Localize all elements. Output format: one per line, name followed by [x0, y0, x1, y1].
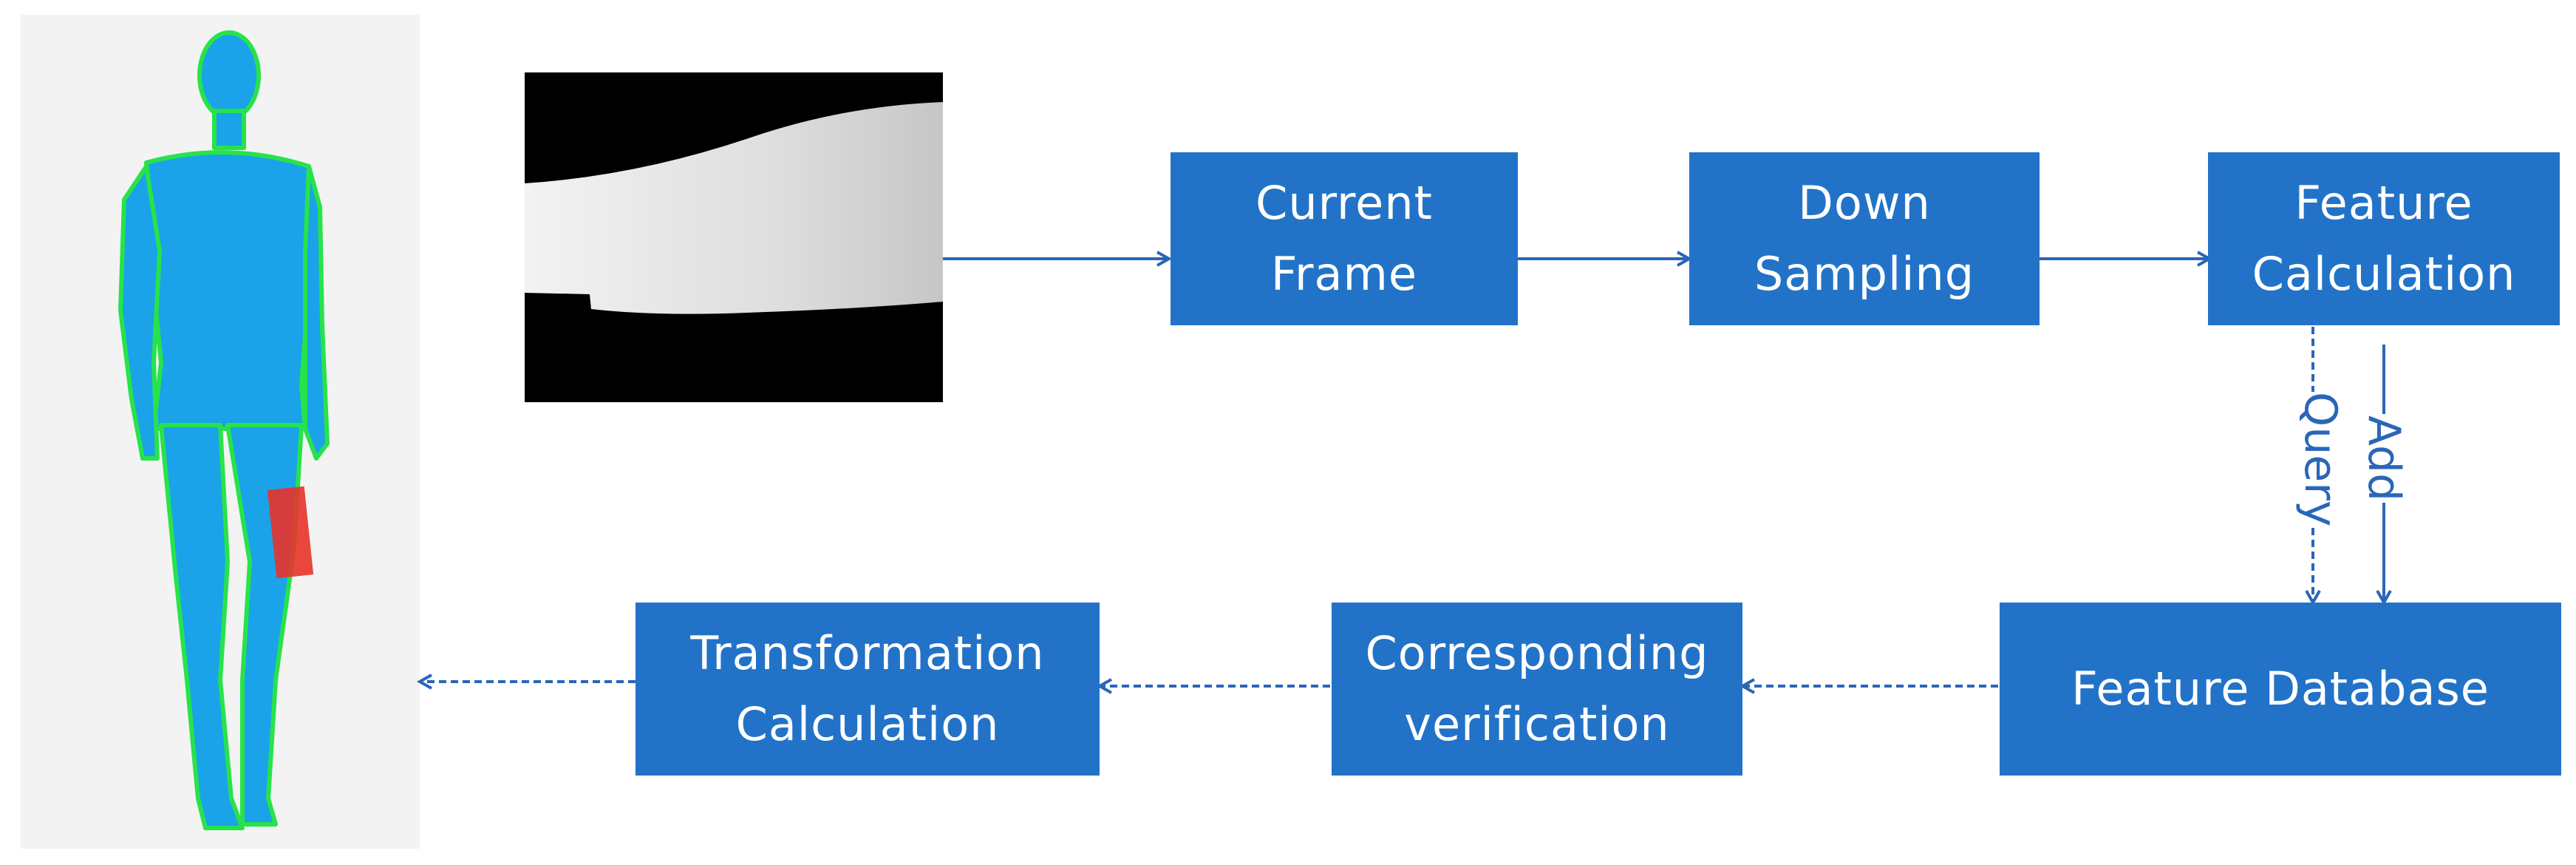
current-frame-line-1: Current — [1255, 176, 1433, 230]
current-frame-box: Current Frame — [1171, 152, 1518, 325]
highlight-patch — [267, 486, 314, 579]
feature-calculation-box: Feature Calculation — [2208, 152, 2560, 325]
feature-database-label: Feature Database — [2071, 662, 2490, 716]
feature-database-box: Feature Database — [2000, 603, 2561, 776]
current-frame-line-2: Frame — [1270, 247, 1418, 301]
transformation-calculation-box: Transformation Calculation — [636, 603, 1100, 776]
down-sampling-line-1: Down — [1798, 176, 1931, 230]
corresponding-verification-box: Corresponding verification — [1332, 603, 1742, 776]
query-label: Query — [2294, 392, 2346, 527]
corresponding-verification-line-1: Corresponding — [1365, 626, 1709, 680]
human-model-image — [21, 15, 420, 849]
feature-calculation-line-1: Feature — [2294, 176, 2473, 230]
transformation-calculation-line-2: Calculation — [735, 697, 1000, 751]
down-sampling-line-2: Sampling — [1754, 247, 1975, 301]
down-sampling-box: Down Sampling — [1689, 152, 2040, 325]
corresponding-verification-line-2: verification — [1404, 697, 1670, 751]
add-label: Add — [2358, 414, 2410, 503]
depth-frame-image — [525, 72, 943, 402]
feature-calculation-line-2: Calculation — [2252, 247, 2516, 301]
transformation-calculation-line-1: Transformation — [690, 626, 1045, 680]
